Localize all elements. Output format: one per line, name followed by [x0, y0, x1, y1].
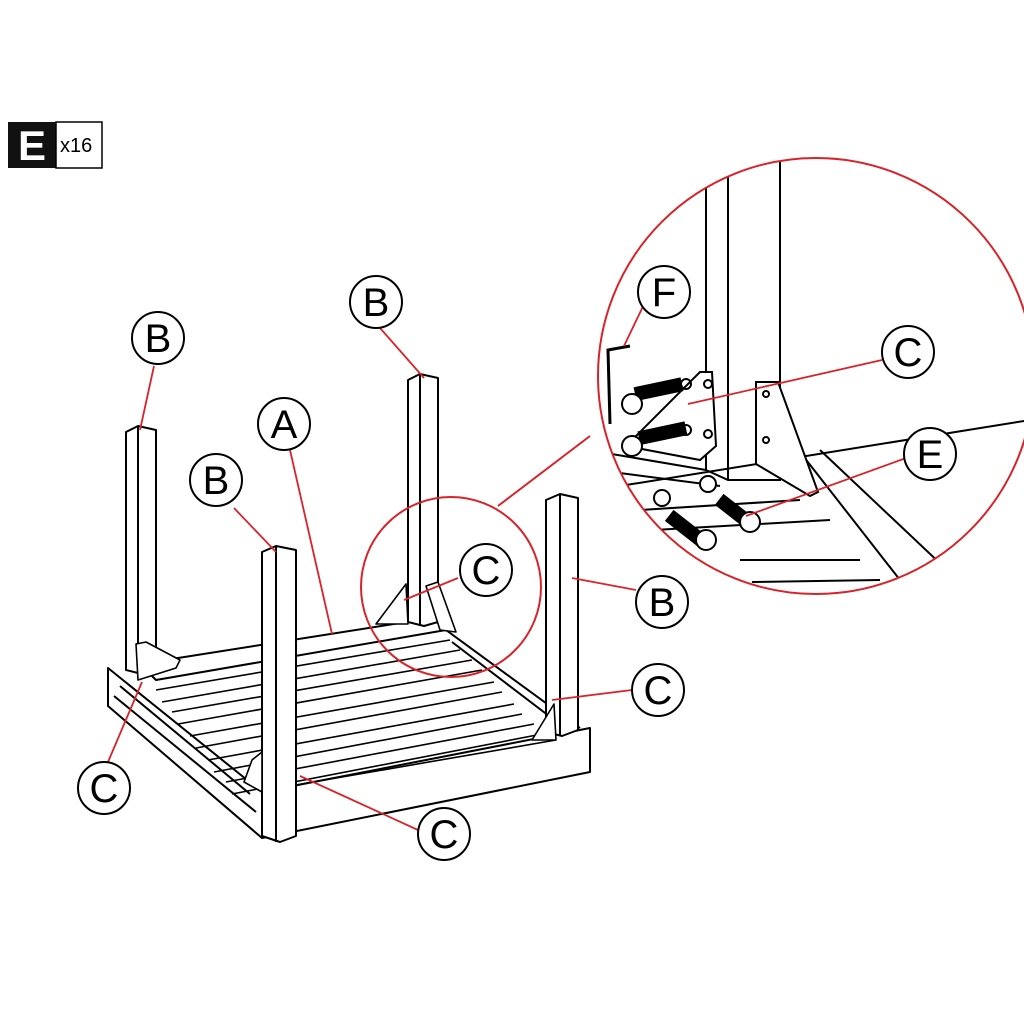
part-badge-qty-box	[55, 121, 103, 169]
part-badge-letter-box	[8, 122, 56, 168]
svg-text:B: B	[649, 581, 676, 625]
svg-text:C: C	[430, 813, 459, 857]
bracket-back-right-a	[375, 583, 409, 625]
svg-text:C: C	[90, 767, 119, 811]
svg-text:A: A	[271, 403, 298, 447]
bracket-back-right-b	[425, 581, 457, 633]
part-badge-quantity: x16	[60, 135, 92, 157]
part-badge: E x16	[8, 121, 103, 169]
bracket-front-left	[243, 751, 263, 793]
label-b-front-left: B	[189, 453, 243, 507]
svg-text:E: E	[917, 433, 944, 477]
allen-key	[606, 344, 631, 425]
label-c-front-bracket: C	[417, 807, 471, 861]
svg-text:B: B	[363, 281, 390, 325]
table-drawing	[107, 373, 591, 843]
label-b-front-right: B	[635, 575, 689, 629]
leg-front-right	[545, 493, 579, 737]
bracket-back-left	[135, 641, 181, 681]
svg-text:C: C	[472, 549, 501, 593]
part-badge-letter: E	[18, 122, 46, 169]
svg-text:C: C	[894, 331, 923, 375]
label-b-back-left: B	[131, 311, 185, 365]
detail-connector	[497, 435, 591, 507]
svg-text:F: F	[652, 271, 676, 315]
label-c-left-bracket: C	[77, 761, 131, 815]
left-rail	[119, 685, 251, 795]
detail-bracket-right	[755, 381, 820, 498]
label-b-back-right: B	[349, 275, 403, 329]
label-c-right-bracket: C	[631, 663, 685, 717]
detail-magnified-border	[597, 157, 1024, 595]
label-c-back-bracket: C	[459, 543, 513, 597]
detail-callout-circle	[360, 496, 542, 678]
detail-bolts	[621, 377, 761, 551]
left-rail-2	[113, 695, 257, 813]
svg-text:B: B	[145, 317, 172, 361]
leg-back-left	[125, 425, 157, 675]
label-a-tabletop: A	[257, 397, 311, 451]
part-labels: B B A B C B C C	[77, 265, 957, 861]
bracket-front-right	[531, 703, 557, 741]
detail-magnified	[597, 157, 1024, 595]
svg-text:B: B	[203, 459, 230, 503]
svg-text:C: C	[644, 669, 673, 713]
corner-brackets	[135, 581, 557, 793]
label-c-detail-bracket: C	[881, 325, 935, 379]
label-e-bolt: E	[903, 427, 957, 481]
label-f-allen-key: F	[637, 265, 691, 319]
leg-front-left	[261, 545, 297, 843]
